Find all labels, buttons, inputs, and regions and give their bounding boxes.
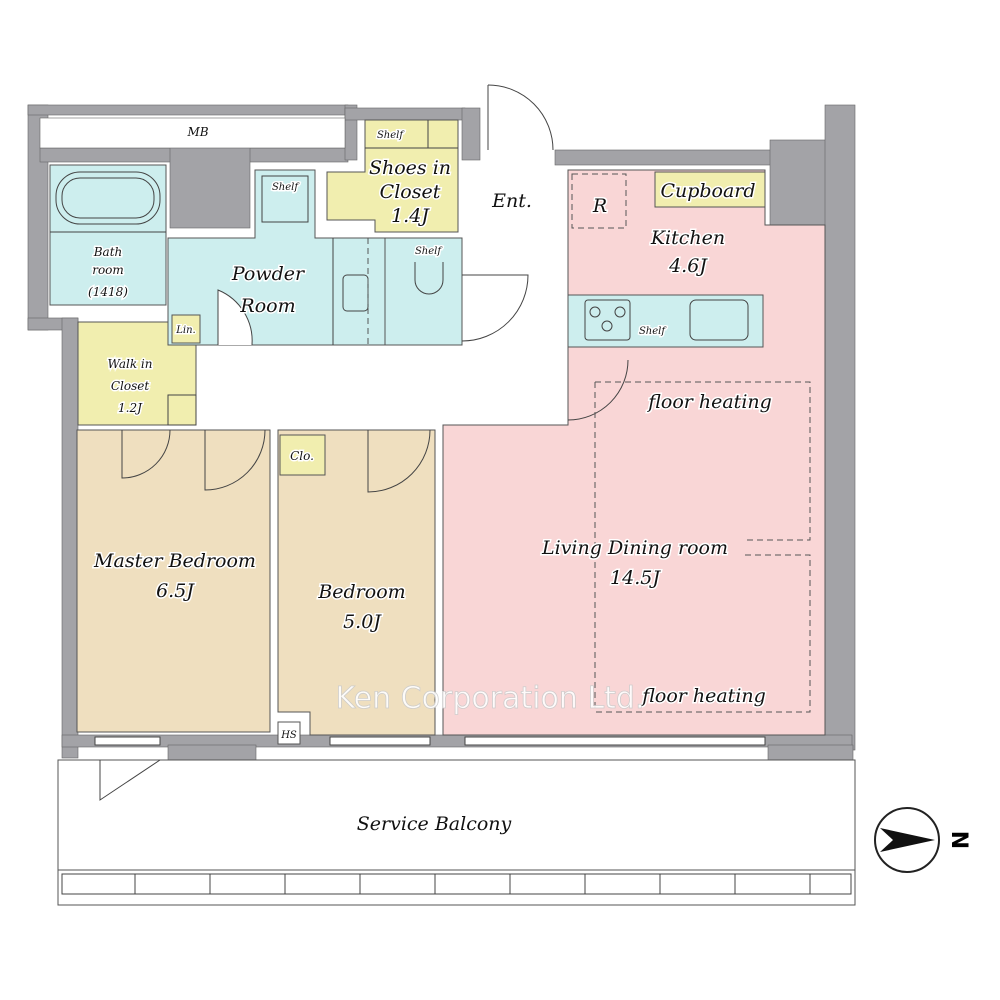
entrance-door[interactable] (487, 84, 554, 151)
svg-text:R: R (592, 195, 607, 217)
floor-heating-zone (595, 381, 811, 541)
door-swing[interactable] (217, 289, 253, 346)
toilet-room (384, 237, 463, 346)
bedroom-label: Bedroom (317, 581, 405, 603)
kitchen-label: Kitchen (650, 227, 725, 249)
master-door[interactable] (204, 429, 266, 491)
svg-text:(1418): (1418) (88, 285, 128, 299)
bath-room (49, 164, 167, 306)
toilet-icon (414, 262, 444, 295)
refrigerator-space (571, 173, 627, 229)
svg-text:Closet: Closet (380, 181, 441, 203)
svg-text:Shelf: Shelf (639, 326, 667, 337)
walkin-label: Walk in (108, 357, 153, 371)
svg-text:HS: HS (280, 730, 297, 741)
stove-icon (584, 299, 631, 341)
svg-text:Closet: Closet (111, 379, 150, 393)
svg-text:Cupboard: Cupboard (660, 180, 755, 202)
svg-text:14.5J: 14.5J (610, 567, 661, 589)
north-label: N (946, 831, 971, 849)
svg-text:1.2J: 1.2J (118, 401, 143, 415)
svg-text:4.6J: 4.6J (668, 255, 708, 277)
bath-label: Bath (93, 245, 123, 259)
linen-label: Lin. (175, 325, 195, 336)
svg-text:1.4J: 1.4J (391, 205, 430, 227)
watermark: Ken Corporation Ltd. (336, 681, 645, 716)
shelf-box (261, 175, 309, 223)
cupboard (654, 171, 766, 208)
svg-text:floor heating: floor heating (640, 685, 766, 707)
master-label: Master Bedroom (93, 550, 256, 572)
svg-text:Clo.: Clo. (290, 449, 314, 463)
balcony-railing (57, 869, 856, 906)
living-dining-kitchen (442, 169, 826, 736)
svg-text:5.0J: 5.0J (343, 611, 382, 633)
mb-label: MB (186, 125, 208, 139)
walk-in-closet (77, 321, 197, 426)
north-arrow-icon (874, 807, 940, 873)
linen-closet (171, 314, 201, 344)
mb-space (39, 117, 346, 149)
powder-label: Powder (231, 263, 306, 285)
kitchen-counter (567, 294, 764, 348)
svg-text:Shelf: Shelf (415, 246, 443, 257)
bathtub-icon (55, 171, 161, 225)
closet (279, 434, 326, 476)
balcony-label: Service Balcony (357, 813, 512, 835)
svg-text:6.5J: 6.5J (156, 580, 195, 602)
svg-text:Room: Room (239, 295, 295, 317)
svg-text:room: room (92, 263, 124, 277)
svg-text:Shelf: Shelf (272, 182, 300, 193)
svg-text:Shelf: Shelf (377, 130, 405, 141)
kitchen-sink-icon (689, 299, 749, 341)
bedroom-door[interactable] (367, 429, 431, 493)
floor-heating-label: floor heating (646, 391, 772, 413)
shoes-label: Shoes in (369, 157, 451, 179)
windows (94, 736, 766, 746)
entrance-label: Ent. (491, 190, 532, 212)
bedroom (277, 429, 436, 736)
living-label: Living Dining room (541, 537, 728, 559)
